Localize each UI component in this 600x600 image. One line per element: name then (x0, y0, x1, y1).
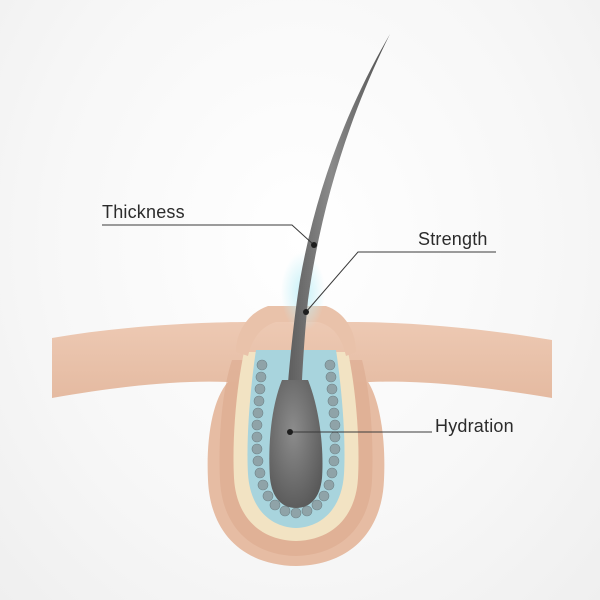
strength-leader (305, 251, 496, 313)
thickness-label: Thickness (102, 202, 185, 222)
follicle-opening (236, 306, 356, 356)
thickness-leader (102, 224, 315, 246)
strength-label: Strength (418, 229, 488, 249)
hair-bulb (269, 380, 323, 508)
hydration-label: Hydration (435, 416, 514, 436)
thickness-marker (311, 242, 317, 248)
hydration-marker (287, 429, 293, 435)
leader-lines (102, 224, 496, 433)
strength-marker (303, 309, 309, 315)
